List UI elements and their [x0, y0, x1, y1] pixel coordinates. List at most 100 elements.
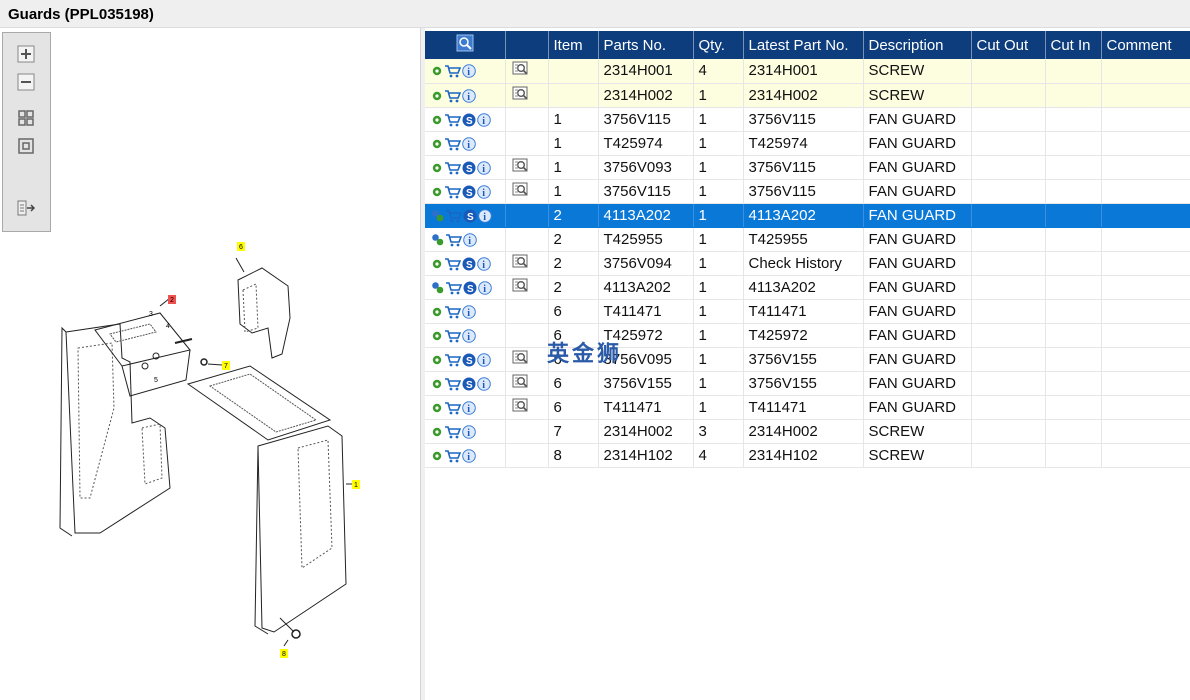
info-icon[interactable]: i — [477, 112, 491, 127]
info-icon[interactable]: i — [462, 136, 476, 151]
multi-settings-icon[interactable] — [431, 233, 444, 246]
header-latest-part-no[interactable]: Latest Part No. — [743, 31, 864, 59]
view-drawing-icon[interactable] — [512, 182, 529, 197]
exploded-parts-drawing[interactable]: 6 2 3 4 5 7 1 8 — [0, 56, 421, 700]
header-parts-no[interactable]: Parts No. — [598, 31, 694, 59]
multi-settings-icon[interactable] — [431, 281, 444, 294]
cart-icon[interactable] — [444, 161, 461, 175]
header-item[interactable]: Item — [548, 31, 599, 59]
view-drawing-icon[interactable] — [512, 158, 529, 173]
info-icon[interactable]: i — [462, 64, 476, 78]
cart-icon[interactable] — [445, 209, 462, 223]
cart-icon[interactable] — [445, 281, 462, 295]
settings-icon[interactable] — [431, 90, 443, 102]
info-icon[interactable]: i — [477, 160, 491, 175]
actual-size-button[interactable] — [15, 135, 37, 157]
fit-page-button[interactable] — [15, 107, 37, 129]
info-icon[interactable]: i — [462, 328, 476, 343]
header-cut-out[interactable]: Cut Out — [971, 31, 1046, 59]
info-icon[interactable]: i — [462, 88, 476, 103]
settings-icon[interactable] — [431, 330, 443, 342]
settings-icon[interactable] — [431, 354, 443, 366]
cart-icon[interactable] — [444, 64, 461, 78]
settings-icon[interactable] — [431, 258, 443, 270]
cart-icon[interactable] — [444, 305, 461, 319]
zoom-out-button[interactable] — [15, 71, 37, 93]
settings-icon[interactable] — [431, 162, 443, 174]
cart-icon[interactable] — [444, 113, 461, 127]
view-drawing-icon[interactable] — [512, 398, 529, 413]
view-drawing-icon[interactable] — [512, 254, 529, 269]
cart-icon[interactable] — [444, 257, 461, 271]
settings-icon[interactable] — [431, 138, 443, 150]
cart-icon[interactable] — [444, 353, 461, 367]
header-comment[interactable]: Comment — [1101, 31, 1190, 59]
settings-icon[interactable] — [431, 402, 443, 414]
settings-icon[interactable] — [431, 450, 443, 462]
supersession-icon[interactable]: S — [462, 113, 476, 127]
settings-icon[interactable] — [431, 186, 443, 198]
multi-settings-icon[interactable] — [431, 209, 444, 222]
zoom-in-button[interactable] — [15, 43, 37, 65]
cart-icon[interactable] — [445, 233, 462, 247]
supersession-icon[interactable]: S — [462, 377, 476, 391]
supersession-icon[interactable]: S — [462, 185, 476, 199]
settings-icon[interactable] — [431, 426, 443, 438]
info-icon[interactable]: i — [462, 304, 476, 319]
supersession-icon[interactable]: S — [463, 281, 477, 295]
view-drawing-icon[interactable] — [512, 61, 529, 76]
cart-icon[interactable] — [444, 185, 461, 199]
view-drawing-icon[interactable] — [512, 278, 529, 293]
view-drawing-icon[interactable] — [512, 374, 529, 389]
settings-icon[interactable] — [431, 65, 443, 77]
info-icon[interactable]: i — [462, 448, 476, 463]
settings-icon[interactable] — [431, 378, 443, 390]
settings-icon[interactable] — [431, 306, 443, 318]
export-button[interactable] — [15, 197, 37, 219]
info-icon[interactable]: i — [478, 280, 492, 295]
info-icon[interactable]: i — [462, 400, 476, 415]
cart-icon[interactable] — [444, 449, 461, 463]
cart-icon[interactable] — [444, 137, 461, 151]
header-description[interactable]: Description — [863, 31, 972, 59]
info-icon[interactable]: i — [477, 376, 491, 391]
view-drawing-icon[interactable] — [512, 86, 529, 101]
view-drawing-icon[interactable] — [512, 350, 529, 365]
settings-icon[interactable] — [431, 114, 443, 126]
info-icon[interactable]: i — [463, 232, 477, 247]
supersession-icon[interactable]: S — [462, 353, 476, 367]
splitter[interactable] — [421, 28, 425, 700]
cart-icon[interactable] — [444, 377, 461, 391]
info-icon[interactable]: i — [477, 256, 491, 271]
header-qty[interactable]: Qty. — [693, 31, 744, 59]
cart-icon[interactable] — [444, 425, 461, 439]
header-cut-in[interactable]: Cut In — [1045, 31, 1102, 59]
cart-icon[interactable] — [444, 329, 461, 343]
info-icon[interactable]: i — [462, 424, 476, 439]
info-icon[interactable]: i — [477, 184, 491, 199]
cart-icon[interactable] — [444, 89, 461, 103]
info-icon[interactable]: i — [477, 352, 491, 367]
supersession-icon[interactable]: S — [462, 257, 476, 271]
header-find[interactable] — [425, 31, 506, 59]
cart-icon[interactable] — [444, 401, 461, 415]
supersession-icon[interactable]: S — [462, 161, 476, 175]
supersession-icon[interactable]: S — [463, 209, 477, 223]
info-icon[interactable]: i — [478, 208, 492, 223]
